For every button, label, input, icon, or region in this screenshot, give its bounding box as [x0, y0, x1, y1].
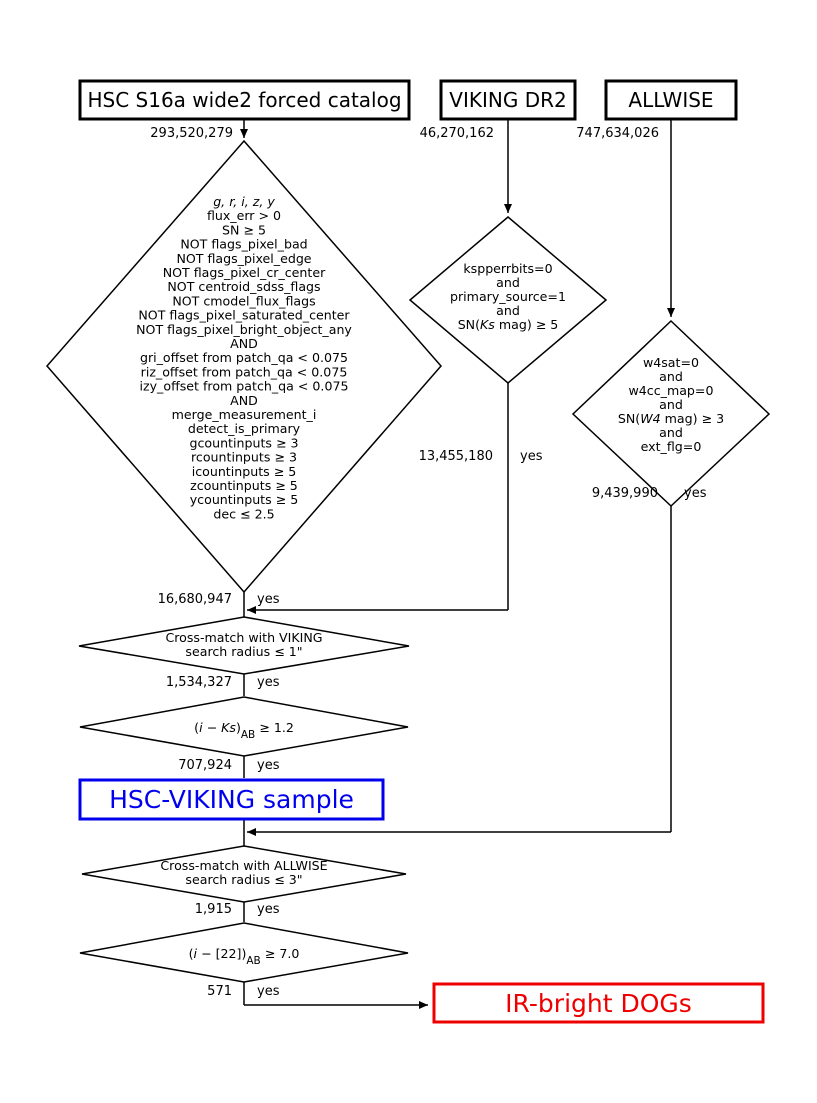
allwise-source-box: ALLWISE — [604, 79, 738, 121]
viking-selection-diamond: kspperrbits=0 and primary_source=1 and S… — [408, 216, 608, 384]
hsc-criterion: NOT cmodel_flux_flags — [172, 293, 315, 308]
hsc-criterion: riz_offset from patch_qa < 0.075 — [141, 364, 348, 379]
viking-criterion-3: primary_source=1 — [450, 289, 566, 304]
hsc-criterion: AND — [230, 393, 258, 408]
allwise-criterion-4: and — [659, 397, 683, 412]
hsc-criterion: gri_offset from patch_qa < 0.075 — [140, 350, 348, 365]
viking-match-count: 1,534,327 — [166, 675, 232, 690]
viking-yes-label: yes — [520, 449, 543, 464]
allwise-criterion-7: ext_flg=0 — [641, 439, 702, 454]
final-count: 571 — [207, 984, 232, 999]
viking-crossmatch-diamond: Cross-match with VIKING search radius ≤ … — [78, 616, 410, 675]
hsc-yes-label: yes — [257, 592, 280, 607]
color-cut-count: 707,924 — [178, 758, 232, 773]
hsc-viking-sample-label: HSC-VIKING sample — [109, 785, 354, 814]
hsc-criterion: NOT flags_pixel_bad — [180, 237, 307, 252]
allwise-match-yes-label: yes — [257, 902, 280, 917]
allwise-source-label: ALLWISE — [628, 88, 713, 112]
hsc-viking-sample-box: HSC-VIKING sample — [78, 778, 385, 821]
hsc-criterion: SN ≥ 5 — [222, 222, 266, 237]
allwise-selected-count: 9,439,990 — [592, 486, 658, 501]
color-cut-yes-label: yes — [257, 758, 280, 773]
viking-criterion-1: kspperrbits=0 — [463, 261, 552, 276]
allwise-criterion-5: SN(W4 mag) ≥ 3 — [618, 411, 724, 426]
allwise-crossmatch-line-2: search radius ≤ 3" — [185, 872, 302, 887]
hsc-criterion: AND — [230, 336, 258, 351]
allwise-crossmatch-line-1: Cross-match with ALLWISE — [160, 858, 327, 873]
ir-bright-dogs-box: IR-bright DOGs — [432, 982, 765, 1024]
hsc-criterion: gcountinputs ≥ 3 — [189, 435, 298, 450]
allwise-criterion-6: and — [659, 425, 683, 440]
allwise-match-count: 1,915 — [195, 902, 232, 917]
ks-color-cut-diamond: (i − Ks)AB ≥ 1.2 — [79, 696, 409, 757]
viking-source-box: VIKING DR2 — [439, 79, 577, 121]
viking-crossmatch-line-2: search radius ≤ 1" — [185, 644, 302, 659]
allwise-criterion-3: w4cc_map=0 — [628, 383, 713, 398]
allwise-criterion-2: and — [659, 369, 683, 384]
allwise-crossmatch-diamond: Cross-match with ALLWISE search radius ≤… — [81, 845, 407, 903]
ir-bright-dogs-label: IR-bright DOGs — [505, 989, 692, 1018]
w22-color-cut-label: (i − [22])AB ≥ 7.0 — [189, 946, 300, 967]
hsc-criterion: NOT flags_pixel_bright_object_any — [136, 322, 352, 337]
viking-criterion-4: and — [496, 303, 520, 318]
viking-source-label: VIKING DR2 — [449, 88, 566, 112]
allwise-yes-label: yes — [684, 486, 707, 501]
viking-total-count: 46,270,162 — [420, 126, 494, 141]
hsc-criterion: icountinputs ≥ 5 — [192, 464, 297, 479]
allwise-selection-diamond: w4sat=0 and w4cc_map=0 and SN(W4 mag) ≥ … — [571, 319, 771, 508]
hsc-criterion: NOT flags_pixel_edge — [176, 251, 311, 266]
hsc-criterion: dec ≤ 2.5 — [213, 506, 274, 521]
hsc-criterion: merge_measurement_i — [172, 407, 317, 422]
hsc-criterion: rcountinputs ≥ 3 — [191, 450, 297, 465]
viking-match-yes-label: yes — [257, 675, 280, 690]
hsc-criterion: NOT flags_pixel_cr_center — [163, 265, 326, 280]
ks-color-cut-label: (i − Ks)AB ≥ 1.2 — [194, 720, 294, 741]
hsc-selected-count: 16,680,947 — [158, 592, 232, 607]
allwise-criterion-1: w4sat=0 — [643, 355, 699, 370]
allwise-total-count: 747,634,026 — [576, 126, 659, 141]
hsc-source-box: HSC S16a wide2 forced catalog — [78, 79, 411, 121]
hsc-criterion: NOT flags_pixel_saturated_center — [138, 308, 350, 323]
viking-criterion-2: and — [496, 275, 520, 290]
hsc-criterion: g, r, i, z, y — [213, 194, 275, 209]
connector-lines — [240, 120, 675, 1009]
hsc-criterion: ycountinputs ≥ 5 — [190, 492, 299, 507]
hsc-criterion: flux_err > 0 — [207, 208, 281, 223]
hsc-criterion: izy_offset from patch_qa < 0.075 — [140, 379, 349, 394]
hsc-criterion: detect_is_primary — [188, 421, 301, 436]
hsc-source-label: HSC S16a wide2 forced catalog — [87, 88, 401, 112]
w22-color-cut-diamond: (i − [22])AB ≥ 7.0 — [79, 922, 409, 983]
viking-selected-count: 13,455,180 — [419, 449, 493, 464]
hsc-criterion: NOT centroid_sdss_flags — [167, 279, 320, 294]
hsc-total-count: 293,520,279 — [150, 126, 233, 141]
hsc-criterion: zcountinputs ≥ 5 — [190, 478, 298, 493]
final-yes-label: yes — [257, 984, 280, 999]
viking-crossmatch-line-1: Cross-match with VIKING — [165, 630, 322, 645]
viking-criterion-5: SN(Ks mag) ≥ 5 — [458, 317, 559, 332]
